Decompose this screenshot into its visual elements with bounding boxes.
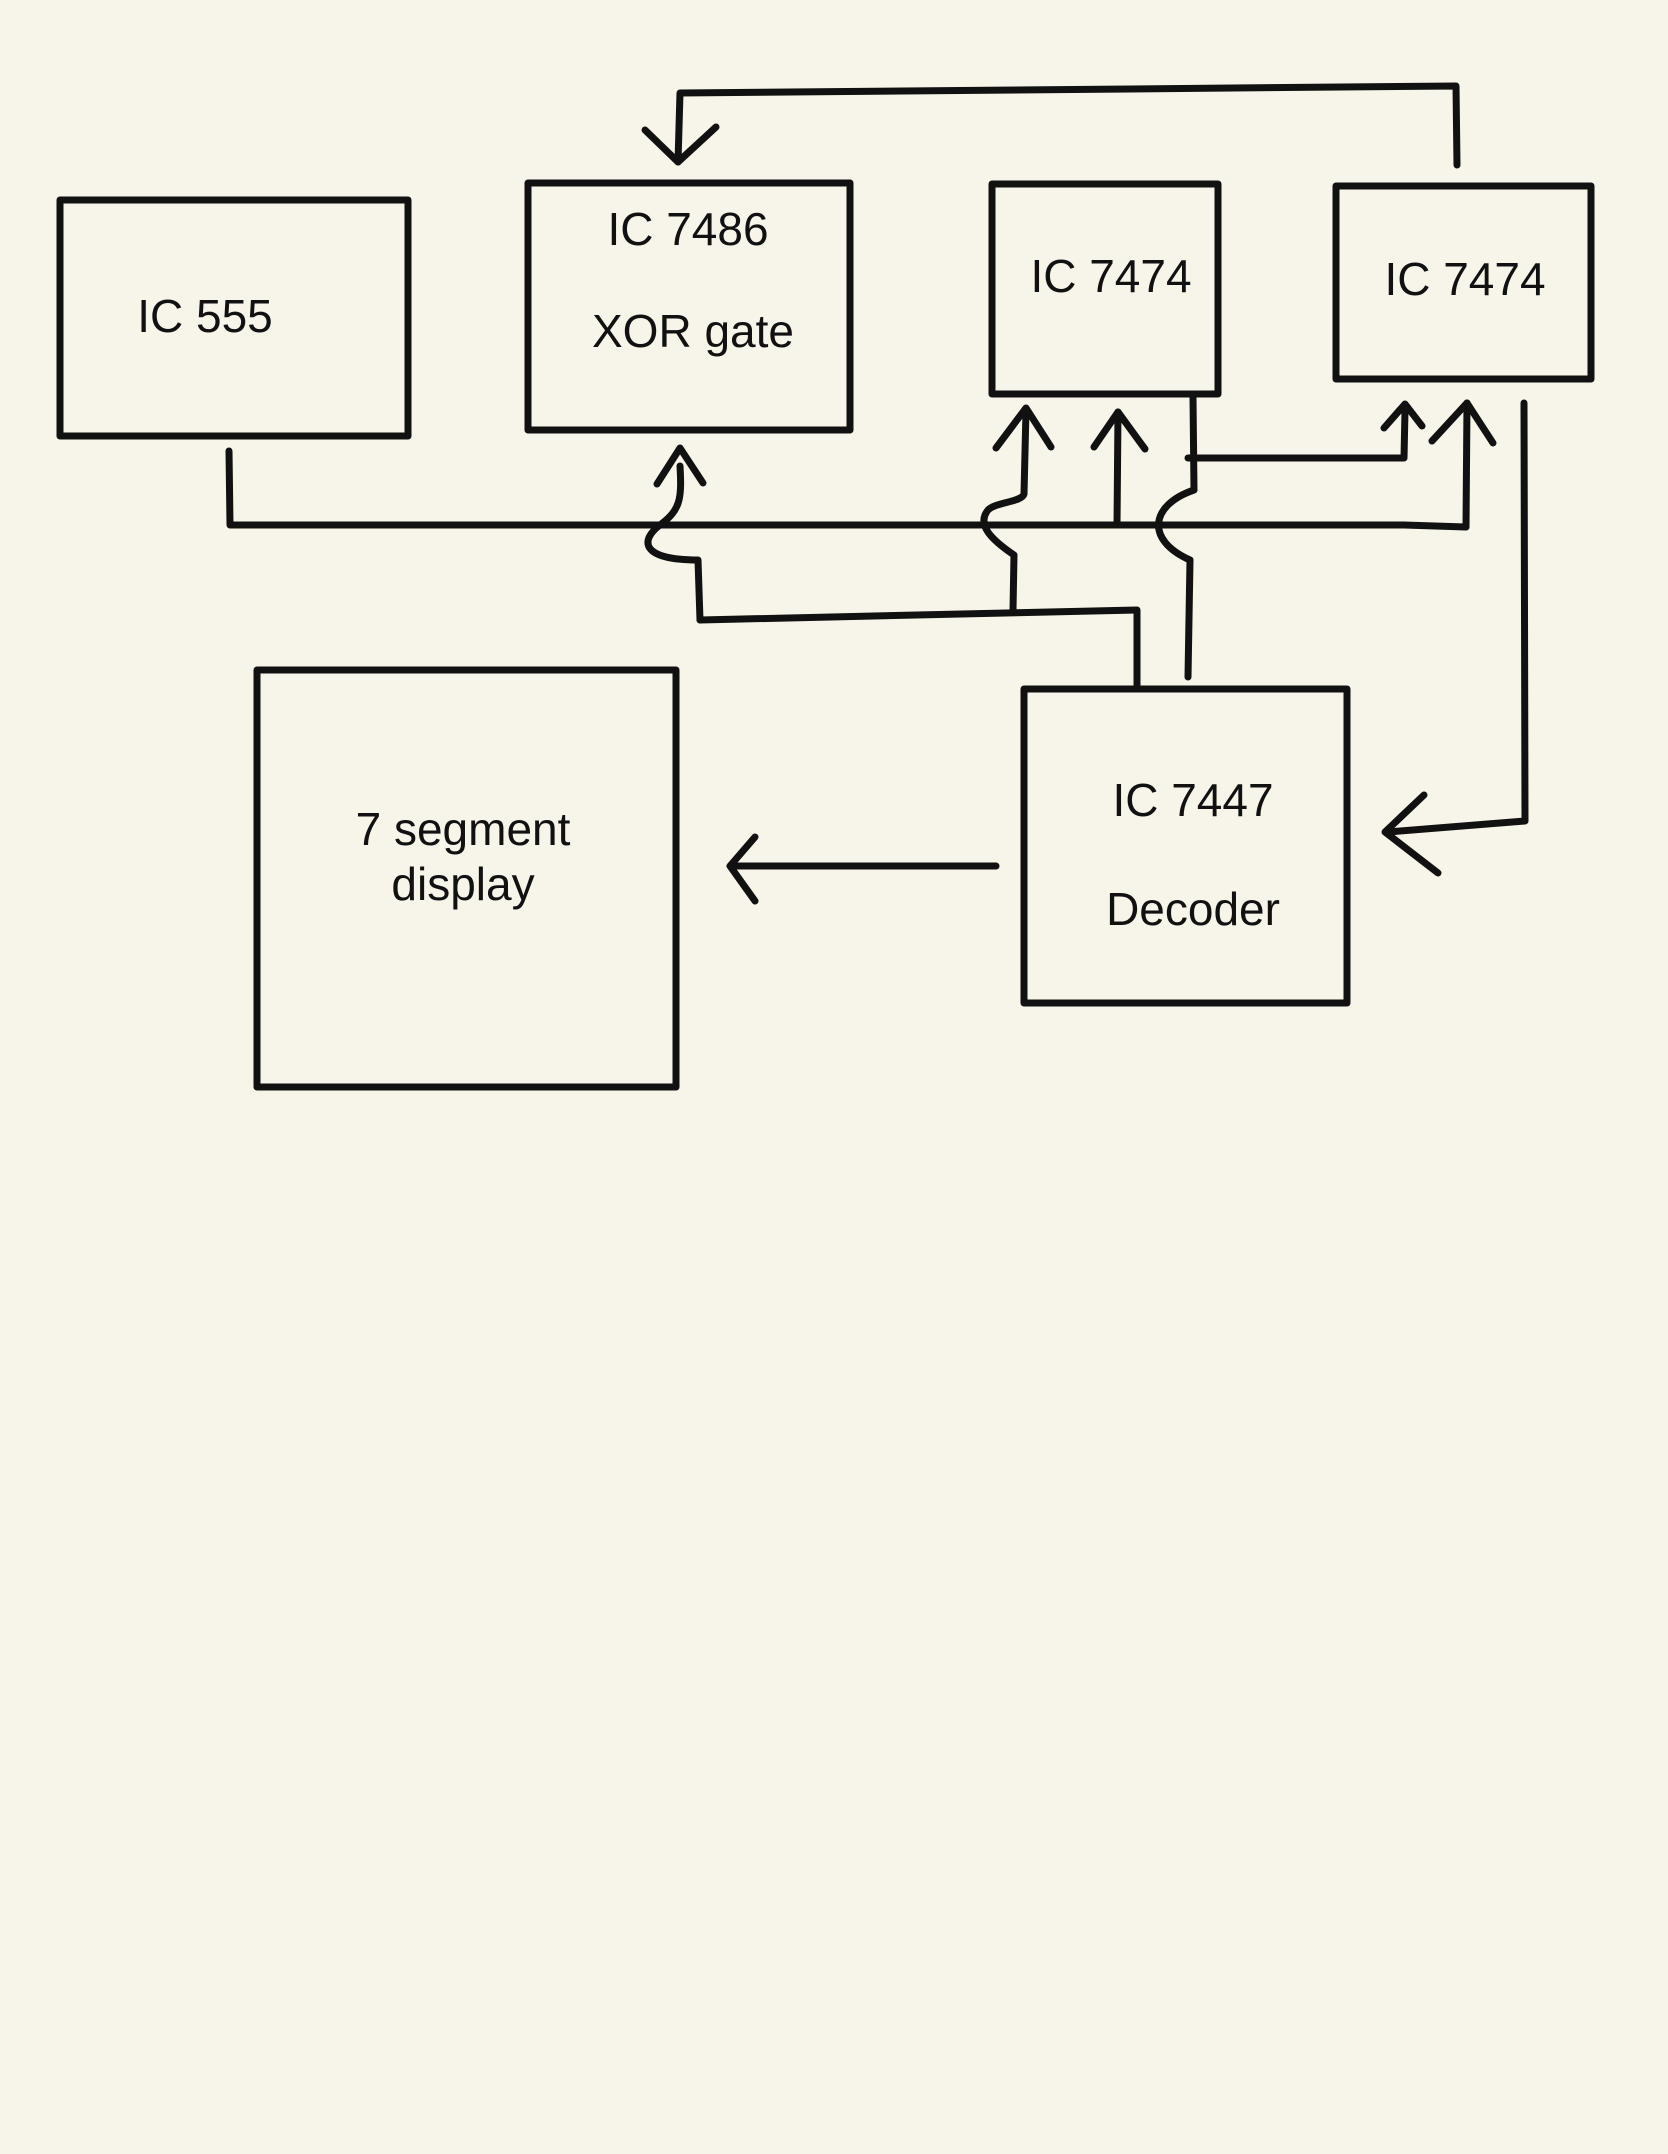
ic7486-box: [524, 179, 854, 434]
display-input-arrowhead: [726, 833, 759, 905]
clock-to-7474b-wire: [1462, 399, 1471, 531]
ic7447-box: [1020, 685, 1351, 1007]
xor-bottom-arrowhead: [653, 444, 707, 488]
ic7474-b-input2-arrowhead: [1428, 399, 1497, 447]
ic555-box: [56, 196, 412, 440]
ic7474-a-input1-arrowhead: [992, 404, 1055, 452]
ic7447-label: IC 7447: [1112, 774, 1273, 826]
ic7474-a-label: IC 7474: [1030, 250, 1191, 302]
ic7474-b-box: [1332, 182, 1595, 383]
ic7474-a-block: IC 7474: [988, 180, 1222, 398]
feedback-wire: [674, 82, 1461, 169]
bus-to-7474a-wire: [980, 406, 1030, 614]
ic7474-b-input1-arrowhead: [1380, 400, 1426, 432]
seven-segment-box: [253, 666, 680, 1091]
ic7474-a-input2-arrowhead: [1090, 408, 1149, 453]
ic555-block: IC 555: [56, 196, 412, 440]
ic7486-label: IC 7486: [607, 203, 768, 255]
ic7447-sublabel: Decoder: [1106, 883, 1280, 935]
xor-feedback-wire: [644, 462, 704, 624]
xor-input-arrowhead: [641, 123, 720, 166]
ic7474-a-output-wire: [1155, 393, 1198, 681]
ic7474-b-to-decoder-wire: [1384, 399, 1529, 836]
ic7486-sublabel: XOR gate: [592, 305, 794, 357]
decoder-to-bus-wire: [696, 606, 1141, 689]
seven-segment-sublabel: display: [391, 858, 534, 910]
ic7447-block: IC 7447 Decoder: [1020, 685, 1351, 1007]
ic7474-b-label: IC 7474: [1384, 253, 1545, 305]
ic7474-a-to-ic7474-b-wire: [1184, 406, 1409, 462]
ic555-label: IC 555: [137, 290, 273, 342]
ic7486-block: IC 7486 XOR gate: [524, 179, 854, 434]
clock-bus-wire: [225, 447, 1470, 531]
clock-to-7474a-wire: [1113, 408, 1122, 529]
seven-segment-block: 7 segment display: [253, 666, 680, 1091]
ic7474-a-box: [988, 180, 1222, 398]
decoder-input-arrowhead: [1381, 791, 1442, 877]
ic7474-b-block: IC 7474: [1332, 182, 1595, 383]
seven-segment-label: 7 segment: [356, 803, 571, 855]
